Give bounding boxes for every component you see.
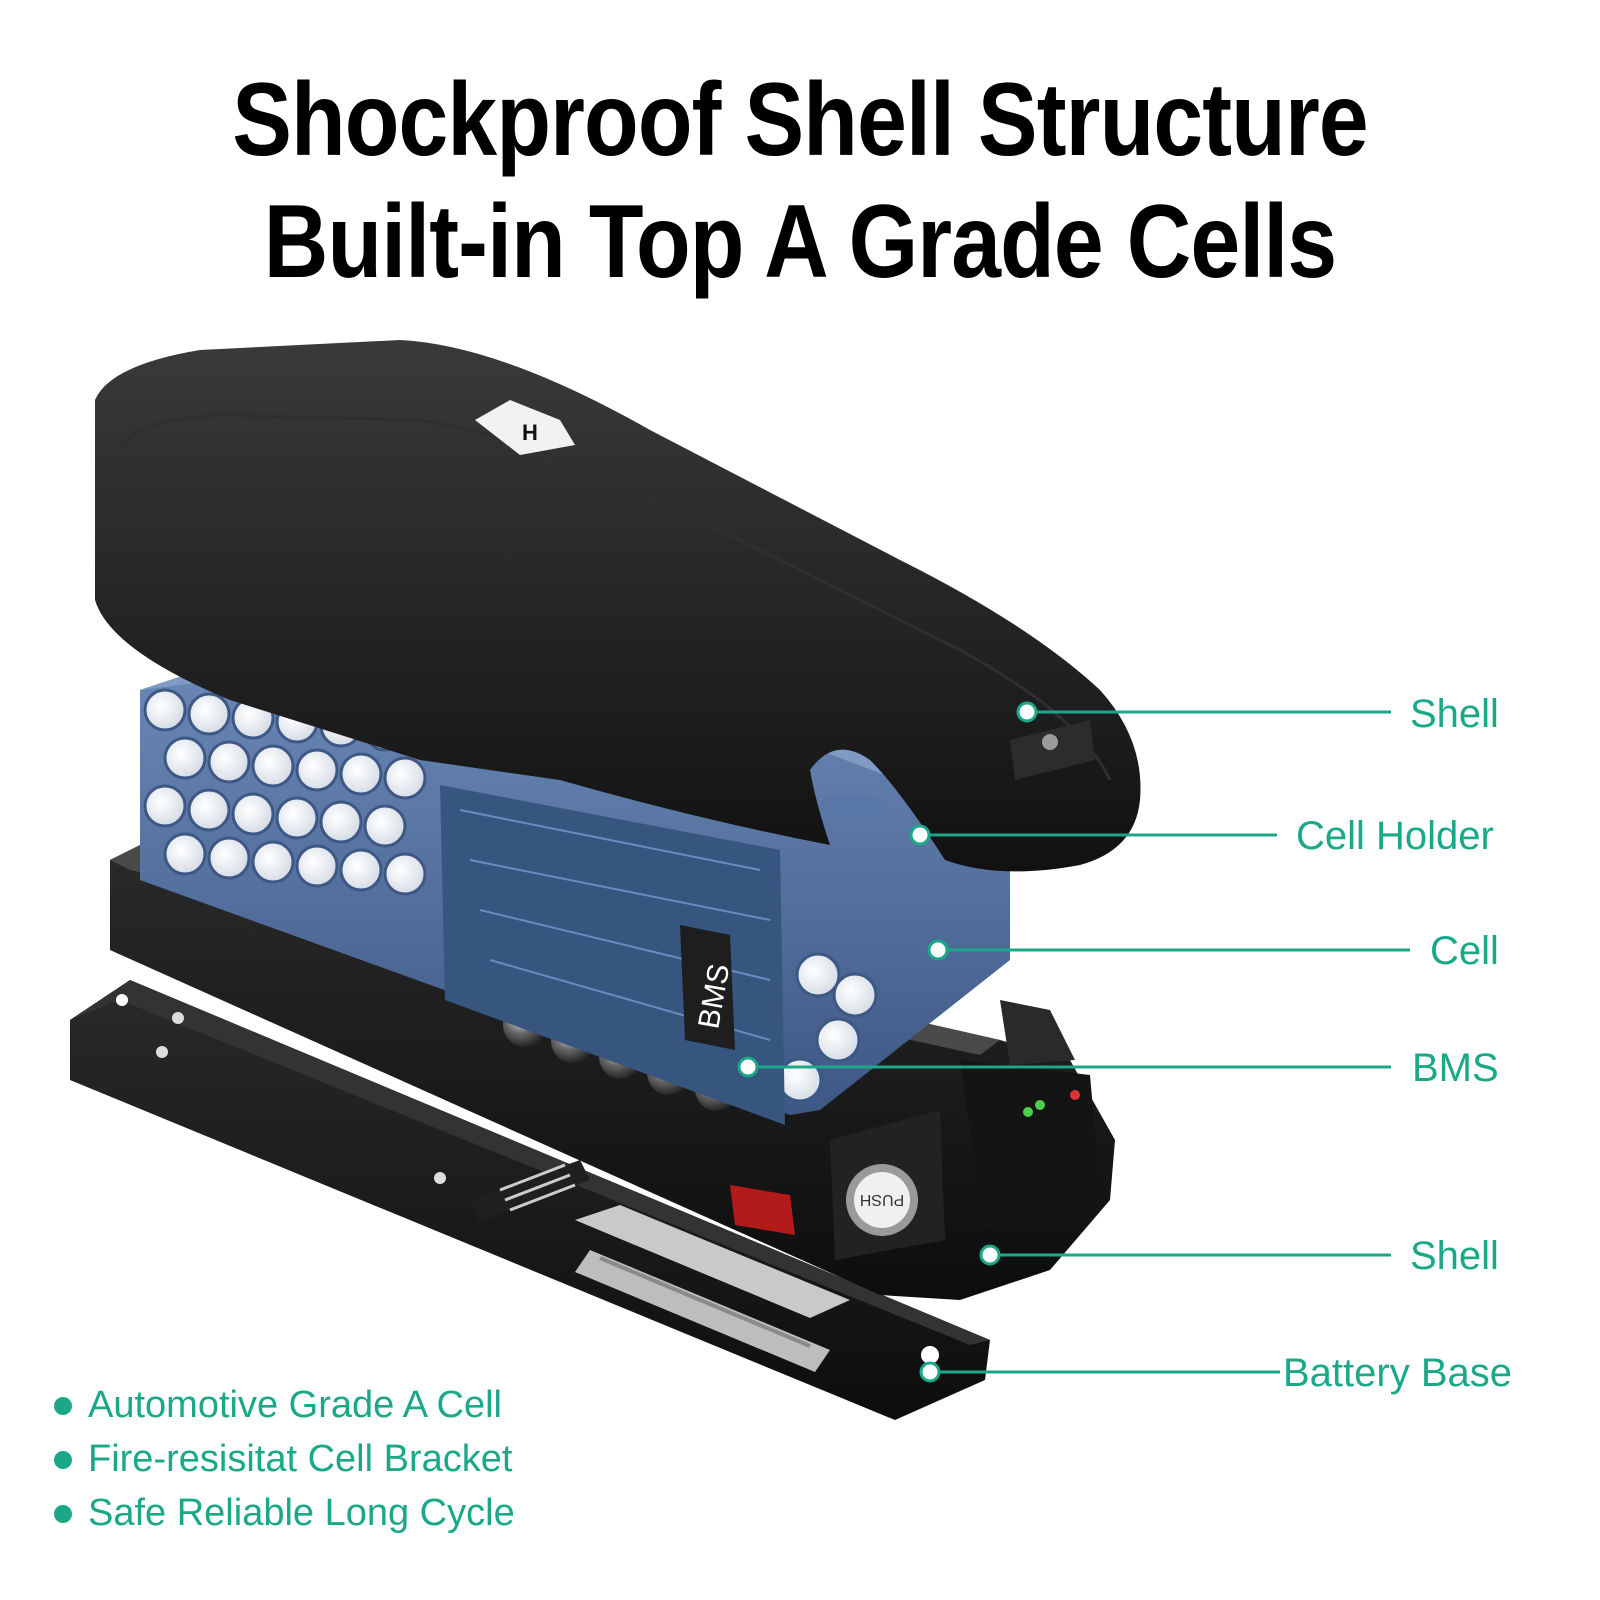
brand-logo-text: H <box>522 420 538 445</box>
feature-text: Automotive Grade A Cell <box>88 1384 502 1426</box>
cell-end <box>163 736 207 780</box>
cell-end <box>363 804 407 848</box>
callout-label-cell: Cell <box>1430 929 1499 973</box>
feature-item: Fire-resisitat Cell Bracket <box>54 1432 515 1486</box>
feature-text: Fire-resisitat Cell Bracket <box>88 1438 513 1480</box>
callout-line-shell-top <box>1016 701 1391 723</box>
callout-line-cell <box>927 939 1410 961</box>
cell-end <box>207 836 251 880</box>
cell-end <box>383 756 427 800</box>
bullet-dot-icon <box>54 1397 72 1415</box>
callout-line-bms <box>737 1056 1391 1078</box>
cell-end <box>251 840 295 884</box>
push-button-text: PUSH <box>860 1191 904 1208</box>
callout-label-bms: BMS <box>1412 1046 1499 1090</box>
bms-board: BMS <box>440 785 785 1125</box>
cell-end <box>319 800 363 844</box>
bullet-dot-icon <box>54 1505 72 1523</box>
feature-text: Safe Reliable Long Cycle <box>88 1492 515 1534</box>
callout-label-shell-bottom: Shell <box>1410 1234 1499 1278</box>
cell-end <box>231 792 275 836</box>
feature-item: Automotive Grade A Cell <box>54 1378 515 1432</box>
page-title-line-2: Built-in Top A Grade Cells <box>263 184 1337 300</box>
callout-line-shell-bottom <box>979 1244 1391 1266</box>
cylindrical-cell <box>820 795 882 821</box>
page-title-line-1: Shockproof Shell Structure <box>232 62 1368 178</box>
feature-item: Safe Reliable Long Cycle <box>54 1486 515 1540</box>
bullet-dot-icon <box>54 1451 72 1469</box>
cell-end <box>339 848 383 892</box>
feature-list: Automotive Grade A Cell Fire-resisitat C… <box>54 1378 515 1540</box>
cell-end <box>383 852 427 896</box>
cell-end <box>207 740 251 784</box>
callout-lines <box>737 701 1410 1383</box>
cell-end <box>295 748 339 792</box>
top-shell: H <box>95 340 1141 872</box>
callout-label-shell-top: Shell <box>1410 692 1499 736</box>
cell-end <box>339 752 383 796</box>
cell-end <box>777 1057 823 1103</box>
cell-end <box>275 796 319 840</box>
cell-end <box>143 784 187 828</box>
cell-end <box>163 832 207 876</box>
callout-line-battery-base <box>919 1361 1280 1383</box>
cell-end <box>187 788 231 832</box>
battery-base-plate <box>70 980 990 1420</box>
cell-end <box>143 688 187 732</box>
cell-end <box>832 972 878 1018</box>
callout-line-cell-holder <box>909 824 1277 846</box>
callout-label-battery-base: Battery Base <box>1283 1351 1513 1395</box>
cell-end <box>187 692 231 736</box>
cell-end <box>251 744 295 788</box>
cell-end <box>815 1017 861 1063</box>
callout-label-cell-holder: Cell Holder <box>1296 814 1494 858</box>
cell-end <box>795 952 841 998</box>
cell-end <box>295 844 339 888</box>
